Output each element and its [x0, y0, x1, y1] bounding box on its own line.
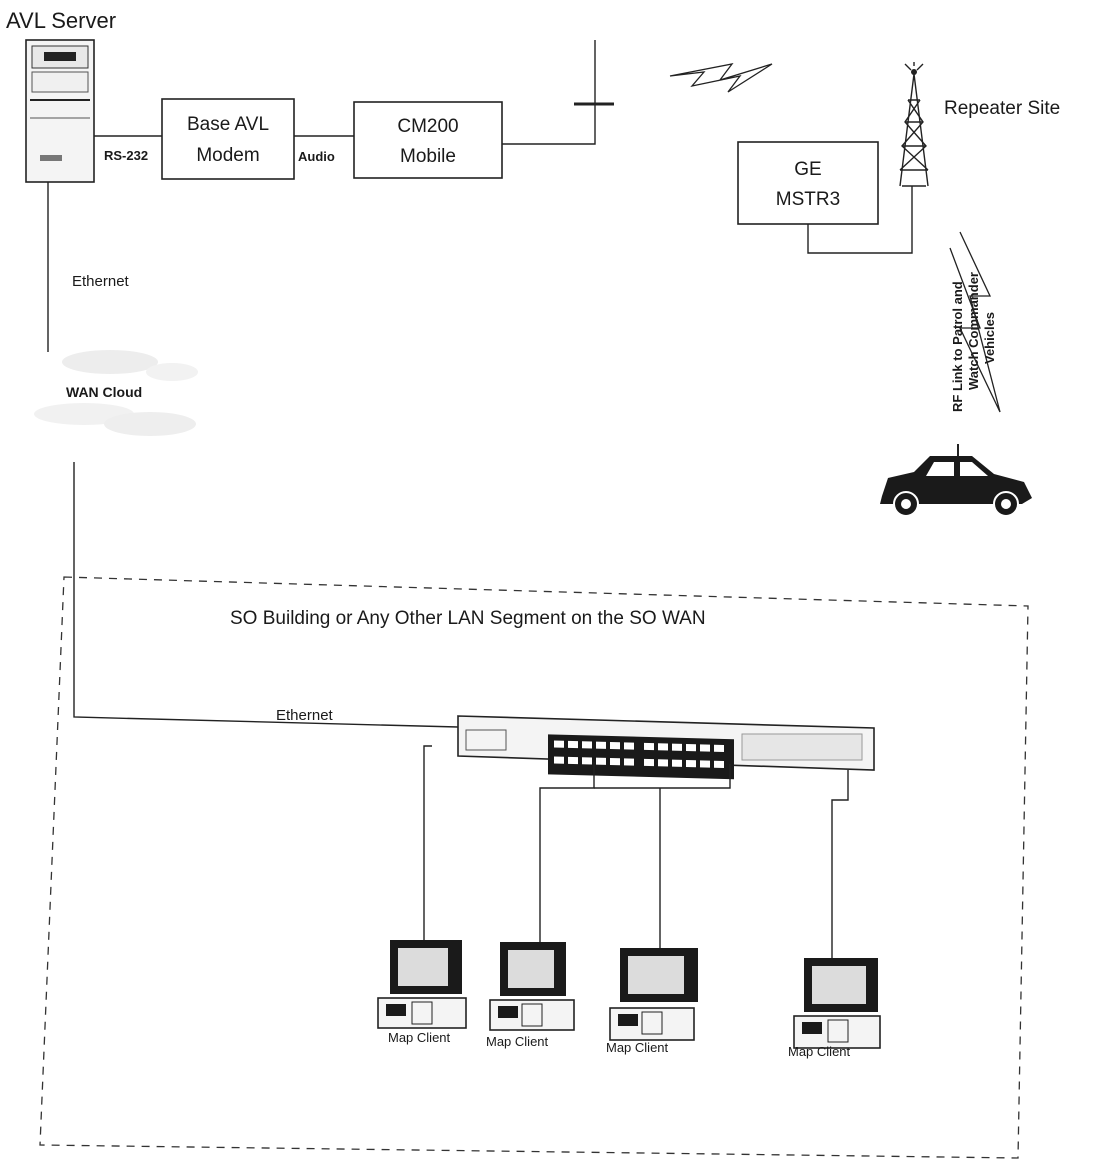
map-client-3-label: Map Client: [606, 1040, 669, 1055]
map-client-2-icon: [489, 942, 575, 1031]
switch-to-client-2-link: [539, 762, 595, 945]
avl-server-label: AVL Server: [6, 8, 116, 33]
lan-segment-boundary: [39, 576, 1029, 1159]
rf-link-label: RF Link to Patrol and Watch Commander Ve…: [950, 272, 997, 412]
antenna-icon: [502, 40, 614, 145]
ge-label-line2: MSTR3: [776, 189, 840, 210]
ethernet-bottom-label: Ethernet: [276, 707, 334, 724]
ge-mstr3-box: [737, 141, 879, 225]
map-client-4-icon: [793, 958, 881, 1049]
rf-lightning-icon: [949, 231, 1001, 413]
map-client-3-icon: [609, 948, 698, 1041]
map-client-2-label: Map Client: [486, 1034, 549, 1049]
network-switch-icon: [457, 715, 875, 780]
wan-cloud-icon: [34, 350, 198, 436]
repeater-tower-icon: [899, 62, 929, 187]
base-avl-modem-box: [161, 98, 295, 180]
wan-cloud-label: WAN Cloud: [66, 384, 142, 400]
map-client-1-icon: [377, 940, 467, 1029]
audio-label: Audio: [298, 149, 335, 164]
ge-to-tower-link: [807, 186, 913, 254]
avl-server-icon: [25, 39, 95, 183]
rs232-label: RS-232: [104, 148, 148, 163]
repeater-site-label: Repeater Site: [944, 98, 1060, 119]
vehicle-icon: [880, 444, 1032, 517]
ethernet-bottom-link: [73, 462, 459, 728]
ge-label-line1: GE: [794, 159, 821, 180]
lan-segment-label: SO Building or Any Other LAN Segment on …: [230, 608, 706, 629]
map-client-4-label: Map Client: [788, 1044, 851, 1059]
switch-bus-link: [594, 764, 731, 789]
cm200-label-line2: Mobile: [400, 146, 456, 167]
modem-label-line1: Base AVL: [187, 114, 269, 135]
modem-label-line2: Modem: [196, 145, 259, 166]
ethernet-top-label: Ethernet: [72, 273, 130, 290]
svg-text:Vehicles: Vehicles: [982, 312, 997, 364]
radio-wave-icon: [669, 63, 773, 93]
cm200-label-line1: CM200: [397, 116, 458, 137]
map-client-1-label: Map Client: [388, 1030, 451, 1045]
cm200-mobile-box: [353, 101, 503, 179]
switch-to-client-4-link: [831, 770, 849, 962]
switch-to-client-1-link: [423, 745, 432, 945]
svg-text:RF Link to Patrol and: RF Link to Patrol and: [950, 281, 965, 412]
